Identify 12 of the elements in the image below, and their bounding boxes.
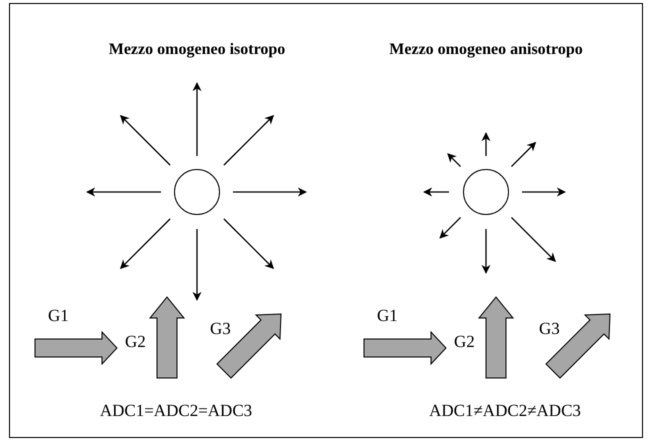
molecule-circle (174, 169, 220, 215)
gradient-label: G3 (539, 320, 560, 337)
heading: Mezzo omogeneo anisotropo (389, 42, 583, 58)
molecule-circle (463, 169, 509, 215)
gradient-label: G3 (210, 320, 231, 337)
gradient-label: G1 (48, 307, 69, 324)
equation: ADC1=ADC2=ADC3 (100, 402, 252, 419)
gradient-label: G1 (377, 307, 398, 324)
equation: ADC1≠ADC2≠ADC3 (429, 402, 581, 419)
gradient-label: G2 (454, 333, 475, 350)
gradient-label: G2 (125, 333, 146, 350)
heading: Mezzo omogeneo isotropo (108, 42, 286, 58)
